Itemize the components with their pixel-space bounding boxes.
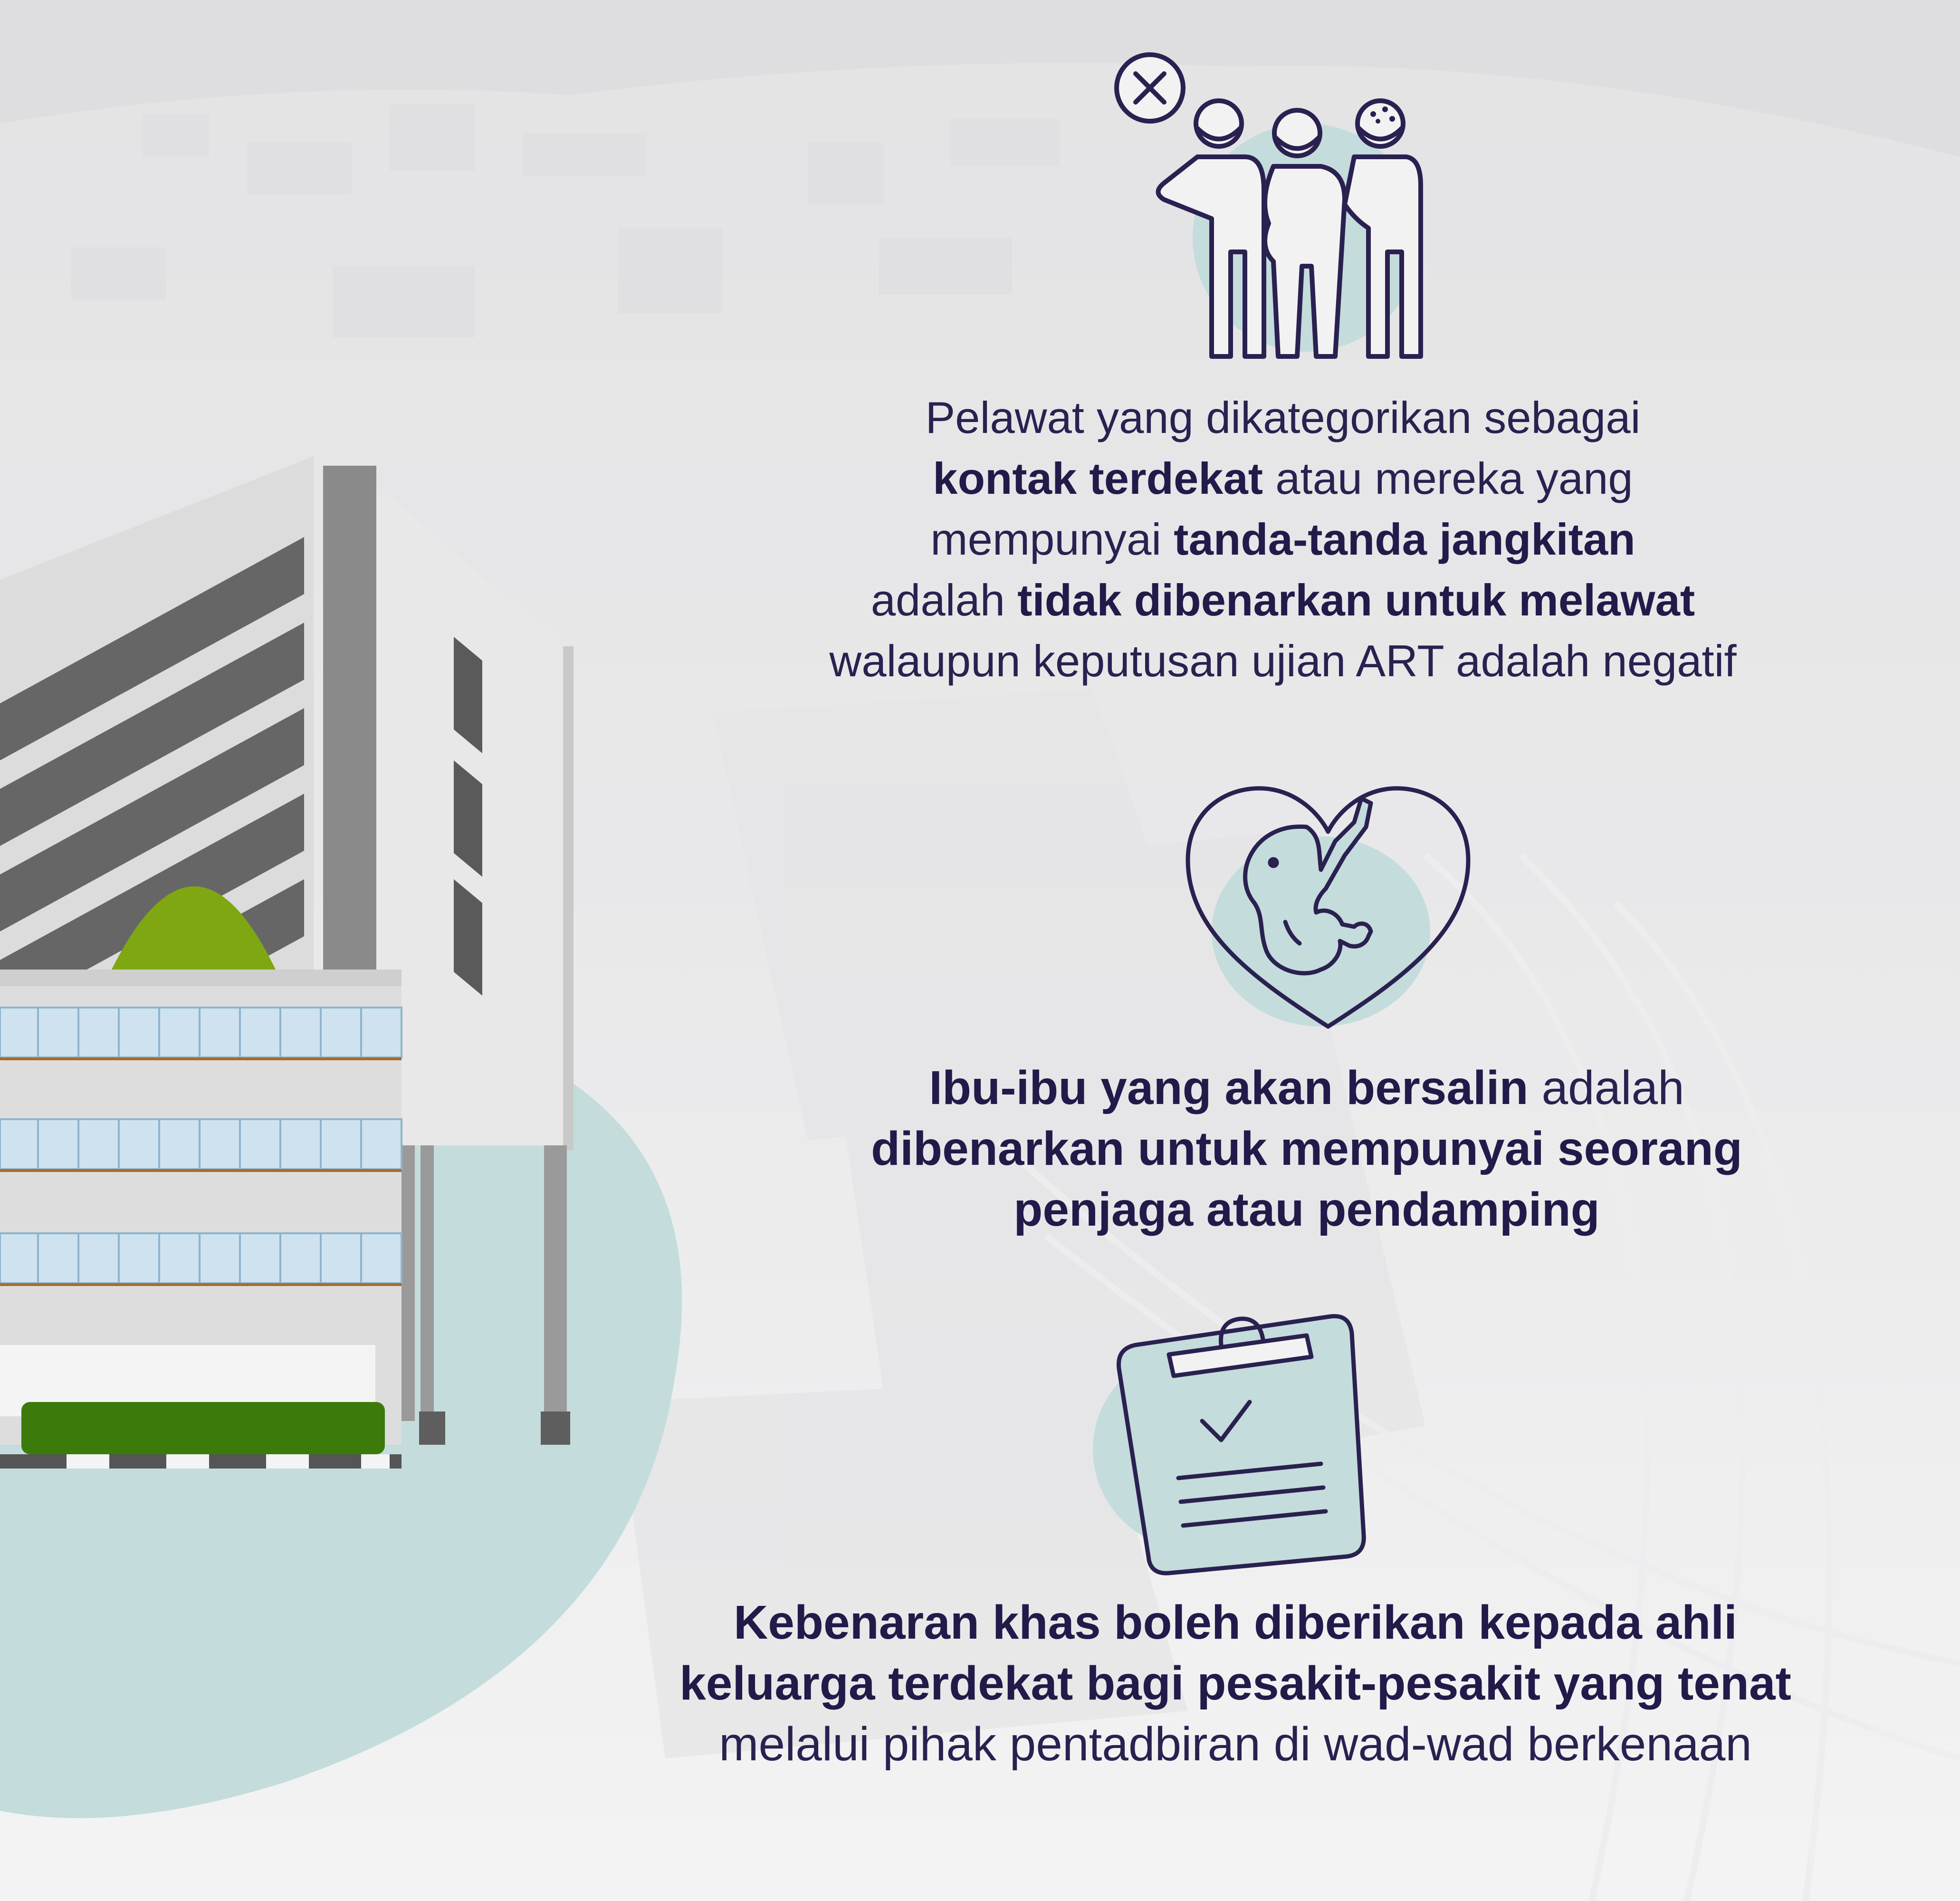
not-allowed-bold: tidak dibenarkan untuk melawat (1017, 575, 1695, 625)
masked-people-icon (1114, 52, 1423, 359)
visitors-restriction-text: Pelawat yang dikategorikan sebagai konta… (713, 387, 1853, 691)
mothers-permission-text: Ibu-ibu yang akan bersalin adalah dibena… (871, 1061, 1742, 1236)
hospital-building-illustration (0, 456, 574, 1469)
visitors-line-1: Pelawat yang dikategorikan sebagai (925, 393, 1641, 442)
special-permission-bold-2: keluarga terdekat bagi pesakit-pesakit y… (679, 1657, 1791, 1710)
mothers-bold: Ibu-ibu yang akan bersalin (929, 1061, 1529, 1114)
close-contact-bold: kontak terdekat (933, 453, 1263, 503)
allowed-guardian-bold: dibenarkan untuk mempunyai seorang (871, 1122, 1742, 1175)
clipboard-check-icon (1093, 1314, 1366, 1575)
fetus-heart-icon (1186, 786, 1471, 1029)
infection-signs-bold: tanda-tanda jangkitan (1174, 514, 1635, 564)
visitors-line-5: walaupun keputusan ujian ART adalah nega… (829, 636, 1737, 686)
guardian-companion-bold: penjaga atau pendamping (1013, 1183, 1600, 1236)
special-permission-line-3: melalui pihak pentadbiran di wad-wad ber… (719, 1718, 1752, 1771)
special-permission-text: Kebenaran khas boleh diberikan kepada ah… (532, 1592, 1939, 1775)
special-permission-bold-1: Kebenaran khas boleh diberikan kepada ah… (734, 1596, 1737, 1649)
